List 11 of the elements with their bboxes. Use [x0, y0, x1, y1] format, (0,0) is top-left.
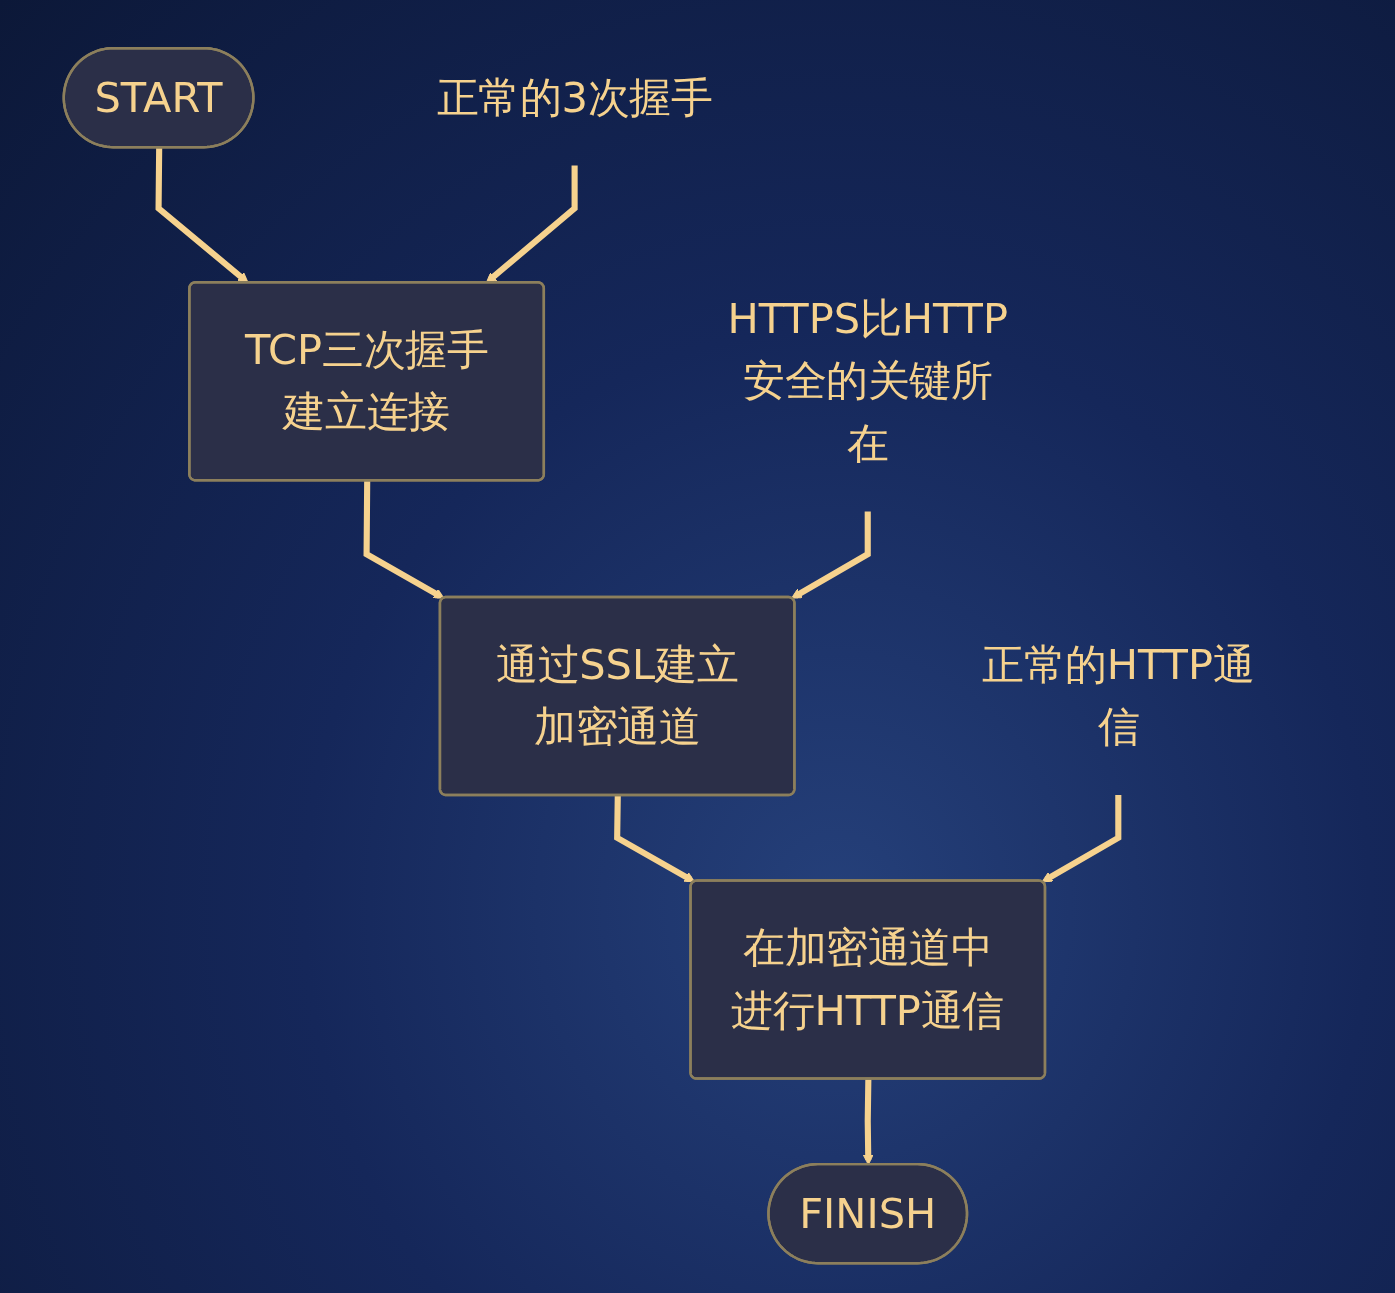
- process-box: TCP三次握手建立连接: [187, 281, 545, 482]
- terminal-oval: START: [62, 46, 255, 149]
- process-box: 通过SSL建立加密通道: [438, 595, 796, 797]
- annotation-text: HTTPS比HTTP安全的关键所在: [726, 293, 1008, 468]
- terminal-oval: FINISH: [766, 1162, 968, 1265]
- annotation-text: 正常的HTTP通信: [981, 639, 1255, 751]
- arrow: [613, 795, 695, 883]
- arrow: [790, 511, 871, 599]
- process-box: 在加密通道中进行HTTP通信: [688, 879, 1046, 1080]
- annotation-text: 正常的3次握手: [436, 72, 712, 122]
- arrow: [363, 480, 444, 599]
